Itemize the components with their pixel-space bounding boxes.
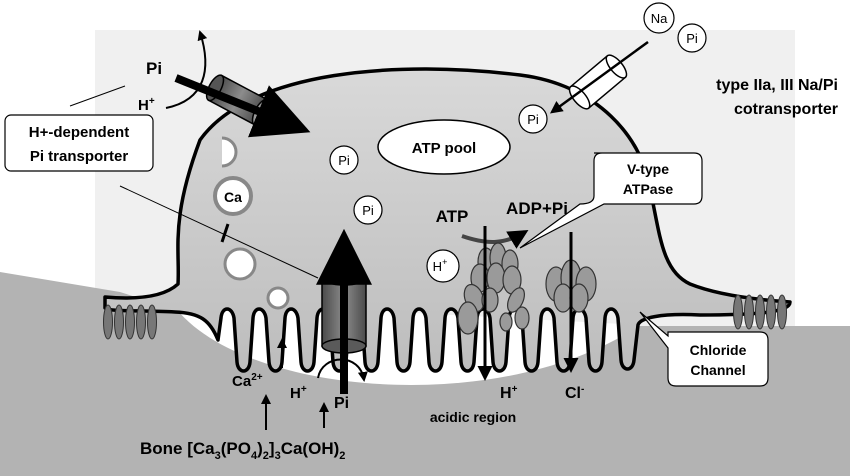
pi-molecule-2: Pi — [353, 195, 383, 225]
pi-bottom-label: Pi — [334, 395, 349, 412]
h-bottom-label: H+ — [290, 384, 307, 402]
type-cotransporter-line2: cotransporter — [734, 101, 838, 118]
chloride-callout-box — [639, 311, 769, 387]
vesicle-arrow — [220, 223, 230, 243]
atp-label: ATP — [436, 207, 469, 226]
adp-pi-label: ADP+Pi — [506, 199, 568, 218]
h-dependent-label-line2: Pi transporter — [30, 148, 129, 165]
h-dependent-callout-box — [4, 114, 154, 172]
pi-outside: Pi — [677, 23, 707, 53]
callout-line-bottom — [119, 185, 319, 279]
v-type-callout-box — [519, 152, 703, 249]
left-anchor-proteins — [103, 304, 157, 340]
svg-text:Pi: Pi — [338, 153, 350, 168]
acidic-region-label: acidic region — [430, 409, 516, 425]
vesicle-mid — [223, 247, 257, 281]
chloride-label-line1: Chloride — [690, 342, 747, 358]
pi-molecule-3: Pi — [518, 104, 548, 134]
ca2-label: Ca2+ — [232, 372, 263, 390]
na-ion: Na — [643, 2, 675, 34]
right-anchor-proteins — [733, 294, 787, 330]
h-efflux-arrow — [165, 30, 208, 109]
svg-text:Pi: Pi — [362, 203, 374, 218]
pi-top-label: Pi — [146, 59, 162, 78]
svg-text:Pi: Pi — [686, 31, 698, 46]
atp-pool — [377, 119, 511, 175]
atp-pool-label: ATP pool — [412, 140, 476, 157]
vesicle-low — [266, 286, 290, 310]
atp-hydrolysis-arrow — [461, 229, 529, 249]
chloride-label-line2: Channel — [690, 362, 745, 378]
vesicle-docking — [221, 136, 238, 168]
h-top-label: H+ — [138, 96, 155, 114]
h-acid-label: H+ — [500, 384, 518, 402]
na-pi-arrow — [549, 40, 649, 114]
svg-text:Na: Na — [651, 11, 668, 26]
callout-line-top — [69, 85, 126, 107]
svg-text:Pi: Pi — [527, 112, 539, 127]
type-cotransporter-line1: type IIa, III Na/Pi — [716, 77, 838, 94]
chloride-channel-protein — [545, 259, 597, 313]
proton-cotransport-arrow — [317, 358, 368, 382]
v-type-label-line1: V-type — [627, 161, 669, 177]
svg-text:H+: H+ — [433, 257, 448, 274]
proton-circle: H+ — [426, 249, 460, 283]
v-type-label-line2: ATPase — [623, 181, 674, 197]
cl-label: Cl- — [565, 384, 584, 402]
h-dependent-label-line1: H+-dependent — [29, 124, 129, 141]
bone-formula: Bone [Ca3(PO4)2]3Ca(OH)2 — [140, 439, 345, 462]
ca-vesicle — [213, 176, 253, 216]
pi-molecule-1: Pi — [329, 145, 359, 175]
ca-label: Ca — [224, 189, 242, 205]
pi-influx-arrow — [174, 74, 311, 138]
